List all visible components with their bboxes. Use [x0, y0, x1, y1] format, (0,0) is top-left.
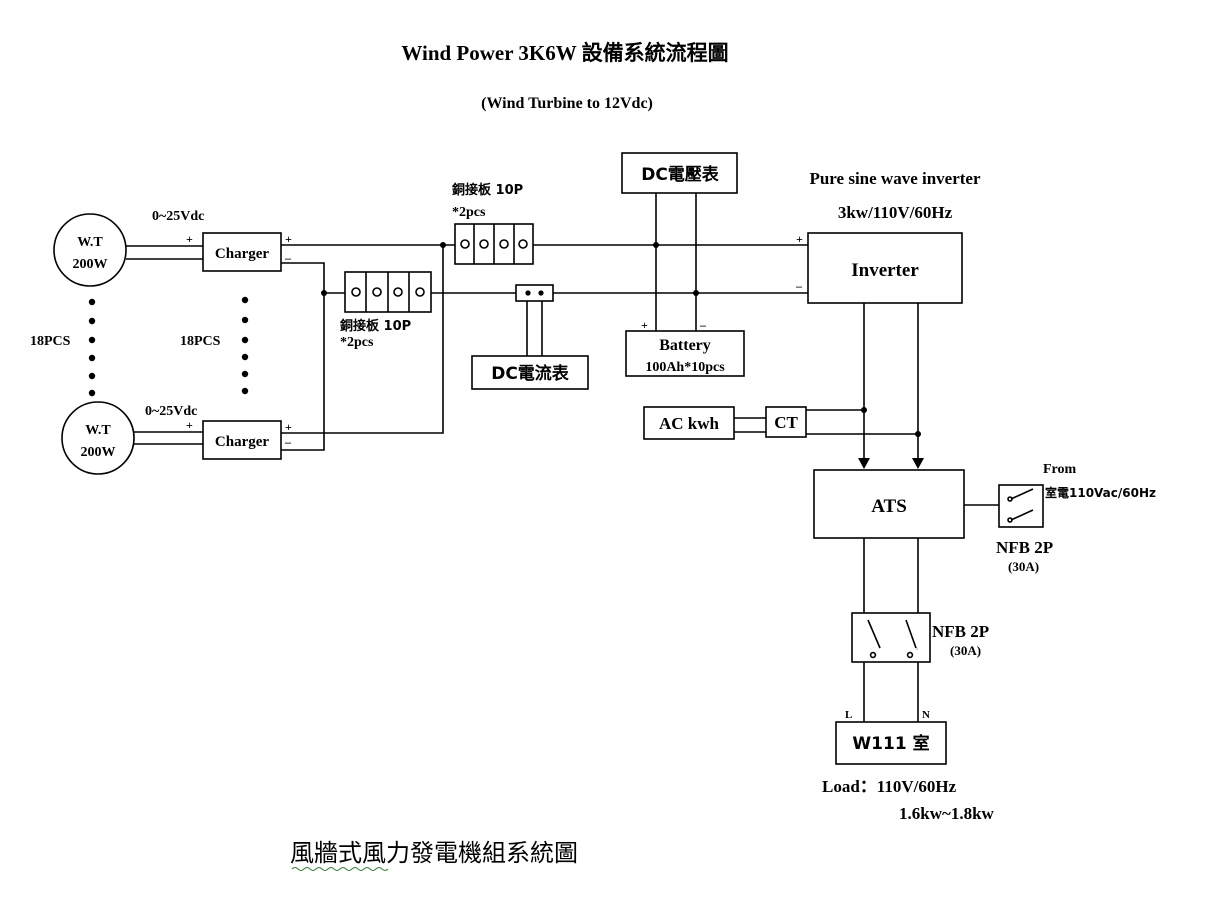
svg-text:AC kwh: AC kwh [659, 414, 720, 433]
turbine-charger-wires-top [126, 245, 203, 260]
footer-caption: 風牆式風力發電機組系統圖 [290, 839, 578, 867]
inverter: Inverter [807, 232, 963, 304]
ats-load-wires [863, 538, 919, 722]
line-l-label: L [845, 709, 852, 721]
svg-text:+: + [641, 318, 648, 332]
svg-text:–: – [185, 251, 193, 265]
terminal-block-bottom-label: 銅接板 10P [340, 318, 411, 334]
metering-wires [734, 409, 918, 435]
charger-top: Charger [202, 232, 282, 272]
load-breaker [851, 612, 931, 663]
svg-text:200W: 200W [73, 257, 108, 272]
terminal-block-top-label: 銅接板 10P [452, 182, 523, 198]
spellcheck-underline [291, 867, 389, 871]
dc-voltmeter: DC電壓表 [621, 152, 738, 331]
svg-text:Inverter: Inverter [851, 260, 919, 281]
charger-bottom: Charger [202, 420, 282, 460]
dc-positive-bus [281, 244, 808, 434]
svg-text:W.T: W.T [85, 423, 111, 438]
svg-text:+: + [186, 232, 193, 246]
svg-text:–: – [185, 436, 193, 450]
turbine-count-label-right: 18PCS [180, 334, 221, 349]
diagram-subtitle: (Wind Turbine to 12Vdc) [481, 95, 653, 112]
svg-text:DC電壓表: DC電壓表 [641, 164, 720, 185]
load-breaker-label: NFB 2P [932, 622, 989, 641]
inverter-ats-wires [858, 303, 924, 469]
ats: ATS [813, 469, 965, 539]
svg-text:W.T: W.T [77, 235, 103, 250]
diagram-title: Wind Power 3K6W 設備系統流程圖 [401, 41, 728, 65]
svg-text:Charger: Charger [215, 246, 269, 262]
svg-text:+: + [186, 418, 193, 432]
load-breaker-rating: (30A) [950, 643, 981, 658]
inverter-desc-line2: 3kw/110V/60Hz [838, 203, 953, 222]
terminal-block-bottom [344, 271, 432, 313]
grid-breaker-label: NFB 2P [996, 538, 1053, 557]
svg-text:W111 室: W111 室 [852, 733, 929, 754]
turbine-charger-wires-bottom [134, 431, 203, 445]
ct-transformer: CT [765, 406, 807, 438]
charger-ellipsis-dots [241, 296, 249, 395]
terminal-block-bottom-qty: *2pcs [340, 335, 374, 350]
svg-text:+: + [285, 420, 292, 434]
svg-text:ATS: ATS [871, 496, 907, 517]
svg-text:+: + [285, 232, 292, 246]
svg-text:CT: CT [774, 413, 798, 432]
voltage-range-top: 0~25Vdc [152, 209, 204, 224]
turbine-count-label-left: 18PCS [30, 334, 71, 349]
svg-text:100Ah*10pcs: 100Ah*10pcs [645, 360, 725, 375]
svg-text:–: – [795, 279, 803, 293]
ac-kwh-meter: AC kwh [643, 406, 735, 440]
line-n-label: N [922, 709, 930, 721]
grid-source-line2: 室電110Vac/60Hz [1045, 485, 1156, 500]
load-spec-line1: Load：110V/60Hz [822, 777, 957, 796]
inverter-desc-line1: Pure sine wave inverter [809, 169, 981, 188]
terminal-block-top [454, 223, 534, 265]
dc-ammeter: DC電流表 [471, 355, 589, 390]
svg-text:–: – [284, 435, 292, 449]
turbine-ellipsis-dots-left [88, 298, 96, 397]
load-room-w111: W111 室 [835, 721, 947, 765]
voltage-range-bottom: 0~25Vdc [145, 404, 197, 419]
grid-source-line1: From [1043, 462, 1077, 477]
svg-text:–: – [699, 318, 707, 332]
svg-text:–: – [284, 251, 292, 265]
svg-text:DC電流表: DC電流表 [491, 363, 570, 384]
current-shunt [515, 284, 554, 356]
grid-breaker-rating: (30A) [1008, 559, 1039, 574]
wind-turbine-top: W.T 200W [53, 213, 127, 287]
battery: Battery 100Ah*10pcs [625, 330, 745, 377]
svg-text:+: + [796, 232, 803, 246]
load-spec-line2: 1.6kw~1.8kw [899, 804, 995, 823]
svg-text:Battery: Battery [659, 337, 711, 354]
svg-text:200W: 200W [81, 445, 116, 460]
svg-text:Charger: Charger [215, 434, 269, 450]
grid-breaker [998, 484, 1044, 528]
wind-turbine-bottom: W.T 200W [61, 401, 135, 475]
dc-negative-bus [281, 262, 808, 451]
terminal-block-top-qty: *2pcs [452, 205, 486, 220]
